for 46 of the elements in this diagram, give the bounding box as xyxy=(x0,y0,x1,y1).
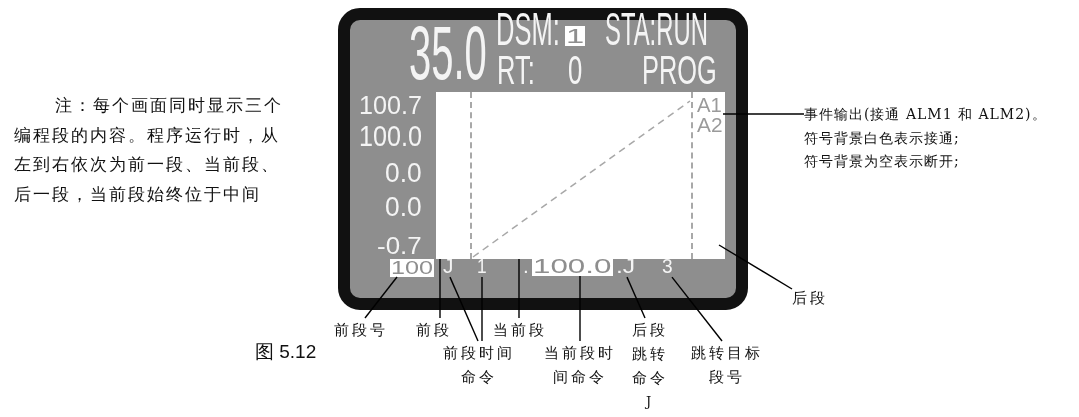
command-text: J xyxy=(443,256,454,278)
screen-text: . xyxy=(523,256,529,278)
leader-line xyxy=(481,276,483,342)
command-text: .J xyxy=(616,256,636,278)
callout-label: 跳转目标段号 xyxy=(688,341,766,390)
callout-label: 事件输出(接通 ALM1 和 ALM2)。 xyxy=(804,105,1048,124)
screen-text: 100.0 xyxy=(359,122,422,152)
screen-text: PROG xyxy=(642,50,717,92)
screen-text: -0.7 xyxy=(377,234,422,259)
figure-caption: 图 5.12 xyxy=(255,340,318,364)
note-text: 注：每个画面同时显示三个编程段的内容。程序运行时，从左到右依次为前一段、当前段、后一段，当前段始终位于中间 xyxy=(14,94,284,206)
callout-label: 后段 xyxy=(792,286,840,310)
leader-line xyxy=(671,276,723,342)
callout-label: 前段时间命令 xyxy=(440,341,518,390)
callout-label: 符号背景为空表示断开; xyxy=(804,152,961,171)
segment-number-text: 1 xyxy=(477,256,487,278)
leader-line xyxy=(718,244,793,290)
display-screen xyxy=(338,8,748,310)
callout-label: 前段 xyxy=(416,318,456,342)
leader-line xyxy=(439,258,441,319)
callout-label: 当前段 xyxy=(493,318,552,342)
value-text: 1 xyxy=(566,26,585,47)
leader-line xyxy=(449,276,479,342)
value-text: 100 xyxy=(391,259,434,278)
value-text: 100.0 xyxy=(533,255,612,277)
leader-line xyxy=(518,258,520,319)
screen-text: 0 xyxy=(568,50,583,92)
segment-number-text: 3 xyxy=(662,256,673,278)
callout-label: 符号背景白色表示接通; xyxy=(804,128,961,148)
screen-text: 100.7 xyxy=(359,91,422,118)
trend-chart-area xyxy=(436,92,725,259)
screen-text: DSM: xyxy=(496,7,560,53)
callout-label: 前段号 xyxy=(334,318,392,342)
event-label: A1 xyxy=(697,96,722,116)
screen-text: RT: xyxy=(497,50,535,92)
screen-text: 0.0 xyxy=(385,193,422,222)
screen-text: 35.0 xyxy=(409,15,487,92)
leader-line xyxy=(722,113,805,115)
screen-text: 0.0 xyxy=(385,159,422,188)
callout-label: 当前段时间命令 xyxy=(541,341,619,390)
event-label: A2 xyxy=(697,115,723,137)
segment-area xyxy=(691,92,722,259)
screen-text: STA:RUN xyxy=(605,7,708,53)
callout-label: J xyxy=(644,393,656,411)
callout-label: 后段跳转命令 xyxy=(631,320,669,389)
leader-line xyxy=(579,275,581,342)
